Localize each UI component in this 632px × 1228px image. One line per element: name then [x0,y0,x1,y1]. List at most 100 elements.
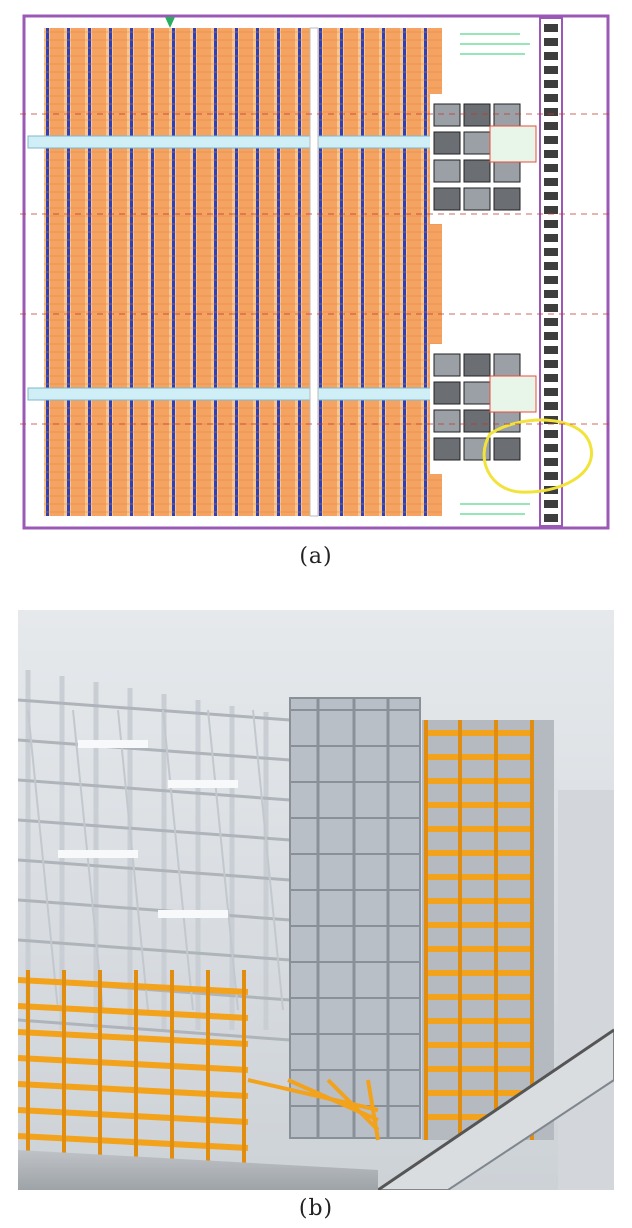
vertical-conveyor [539,17,563,527]
equipment-cell [433,159,461,183]
conveyor-segment [544,402,558,410]
orange-shelf [424,1090,532,1096]
equipment-cell [433,437,461,461]
conveyor-segment [544,220,558,228]
highlight-loop [482,418,594,494]
aisle-top [27,135,449,149]
orange-shelf [424,922,532,928]
conveyor-segment [544,52,558,60]
conveyor-segment [544,318,558,326]
orange-shelf [424,1066,532,1072]
conveyor-segment [544,192,558,200]
orange-shelf [424,994,532,1000]
equipment-cell [463,353,491,377]
orange-shelf [424,778,532,784]
rack-rows [44,28,442,516]
equipment-cell [463,409,491,433]
orange-shelf [424,826,532,832]
conveyor-segment [544,276,558,284]
conveyor-segment [544,66,558,74]
orange-shelf [424,1114,532,1120]
equipment-cell [493,353,521,377]
conveyor-segment [544,248,558,256]
conveyor-segment [544,80,558,88]
conveyor-segment [544,304,558,312]
equipment-cell [493,187,521,211]
equipment-cell [493,437,521,461]
orange-shelf [424,850,532,856]
equipment-cell [493,159,521,183]
conveyor-segment [544,136,558,144]
orange-upright [530,720,534,1140]
orange-shelf [424,898,532,904]
equipment-cell [433,381,461,405]
lift-towers [289,697,421,1139]
equipment-cell [463,131,491,155]
orange-upright [494,720,498,1140]
conveyor-segment [544,164,558,172]
warehouse-photo [18,610,614,1190]
conveyor-segment [544,444,558,452]
conveyor-segment [544,94,558,102]
aisle-center [309,27,319,517]
ceiling-lights [58,740,238,918]
caption-b: (b) [298,1196,334,1221]
plan-outer-frame [22,14,610,530]
orange-shelf [424,1042,532,1048]
conveyor-segment [544,388,558,396]
equipment-cell [463,187,491,211]
layout-plan-svg [20,14,612,534]
conveyor-segment [544,262,558,270]
orange-shelf [424,1018,532,1024]
conveyor-segment [544,360,558,368]
orange-upright [458,720,462,1140]
equipment-blocks [433,103,537,461]
equipment-cell [433,353,461,377]
conveyor-segment [544,38,558,46]
conveyor-segment [544,346,558,354]
equipment-cell [493,103,521,127]
orange-shelf [424,946,532,952]
steel-beam [18,818,291,842]
conveyor-segment [544,374,558,382]
conveyor-segment [544,206,558,214]
orange-shelf [424,970,532,976]
equipment-cell [463,159,491,183]
warehouse-photo-svg [18,610,614,1190]
caption-a: (a) [299,544,333,569]
conveyor-segment [544,24,558,32]
conveyor-segment [544,458,558,466]
orange-upright [424,720,428,1140]
conveyor-segment [544,122,558,130]
conveyor-segment [544,234,558,242]
orange-storage-racks [422,720,554,1140]
conveyor-segment [544,472,558,480]
equipment-cell [433,103,461,127]
orange-shelf [424,802,532,808]
steel-beam [18,778,291,802]
orange-shelf [424,730,532,736]
conveyor-segment [544,514,558,522]
aisle-bottom [27,387,449,401]
conveyor-segment [544,332,558,340]
conveyor-segment [544,290,558,298]
conveyor-segment [544,178,558,186]
conveyor-segment [544,500,558,508]
station-box [489,125,537,163]
steel-beam [18,938,291,962]
front-orange-racks [18,970,380,1180]
orange-shelf [424,754,532,760]
equipment-cell [433,187,461,211]
steel-beam [18,898,291,922]
orange-shelf [424,874,532,880]
plan-annotations [460,33,530,515]
equipment-cell [463,103,491,127]
equipment-cell [463,381,491,405]
layout-plan-drawing [20,14,612,534]
conveyor-segment [544,150,558,158]
steel-beam [18,698,291,722]
equipment-cell [433,409,461,433]
north-marker [165,17,175,28]
steel-beam [18,858,291,882]
equipment-cell [433,131,461,155]
